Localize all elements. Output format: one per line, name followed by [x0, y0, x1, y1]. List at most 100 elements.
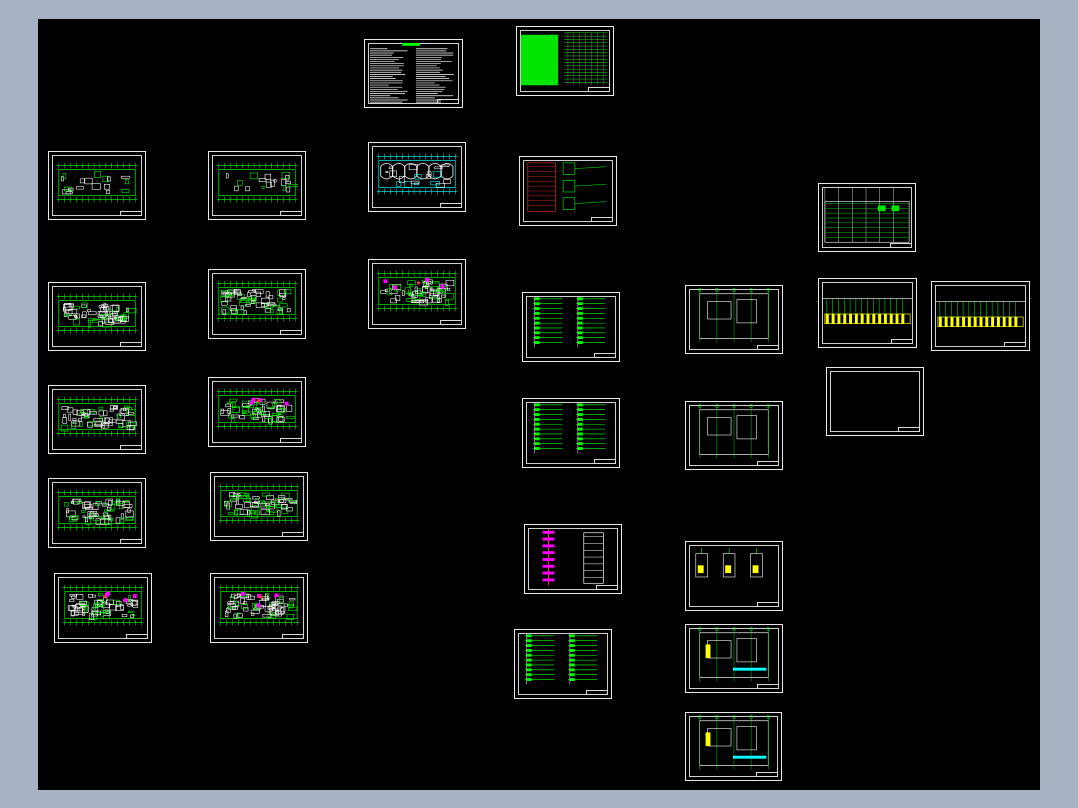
title-block — [280, 211, 302, 216]
sheet-inner-frame — [214, 577, 304, 639]
sheet-drawing — [524, 633, 598, 685]
sheet-drawing — [56, 293, 138, 334]
sheet-inner-frame — [526, 402, 616, 464]
sheet-drawing — [216, 388, 298, 430]
sheet-drawing — [56, 396, 138, 437]
floor-plan-6[interactable] — [48, 385, 146, 454]
sheet-inner-frame — [689, 405, 779, 466]
sheet-inner-frame — [523, 160, 613, 222]
floor-plan-11[interactable] — [210, 573, 308, 643]
sheet-inner-frame — [212, 381, 302, 443]
pump-room-plan-3[interactable] — [685, 624, 783, 693]
sheet-drawing — [532, 402, 606, 454]
system-table[interactable] — [516, 26, 614, 96]
riser-diagram-1[interactable] — [519, 156, 617, 226]
title-block — [596, 585, 618, 590]
sheet-drawing — [218, 584, 300, 626]
floor-plan-1[interactable] — [48, 151, 146, 220]
sheet-drawing — [56, 162, 138, 203]
sheet-drawing — [697, 404, 771, 459]
detail-sheet-1[interactable] — [685, 541, 783, 611]
sheet-drawing — [62, 584, 144, 626]
floor-plan-5[interactable] — [368, 259, 466, 329]
system-diagram-2[interactable] — [522, 398, 620, 468]
title-block — [757, 461, 779, 466]
title-block — [440, 320, 462, 325]
sheet-drawing — [369, 42, 454, 103]
title-block — [586, 690, 608, 695]
title-block — [591, 217, 613, 222]
drawing-canvas[interactable] — [38, 19, 1040, 790]
sheet-drawing — [520, 32, 608, 86]
sheet-inner-frame — [526, 296, 616, 358]
title-block — [594, 459, 616, 464]
title-block — [282, 634, 304, 639]
sheet-drawing — [216, 280, 298, 322]
sheet-inner-frame — [689, 545, 779, 607]
title-block — [437, 99, 459, 104]
sheet-inner-frame — [689, 289, 779, 350]
sheet-drawing — [697, 288, 771, 343]
sheet-drawing — [824, 187, 910, 243]
elevation-1[interactable] — [818, 278, 917, 348]
floor-plan-4[interactable] — [208, 269, 306, 339]
section-riser[interactable] — [524, 524, 622, 594]
sheet-drawing — [695, 547, 763, 578]
sheet-drawing — [376, 153, 458, 195]
sheet-drawing — [935, 301, 1026, 328]
sheet-inner-frame — [520, 30, 610, 92]
title-block — [126, 634, 148, 639]
title-block — [1004, 342, 1026, 347]
pump-room-plan-1[interactable] — [685, 285, 783, 354]
sheet-inner-frame — [830, 371, 920, 432]
floor-plan-2[interactable] — [208, 151, 306, 220]
floor-plan-8[interactable] — [48, 478, 146, 548]
design-notes[interactable] — [364, 39, 463, 108]
sheet-inner-frame — [822, 282, 913, 344]
sheet-drawing — [527, 162, 607, 212]
sheet-inner-frame — [372, 263, 462, 325]
pump-room-plan-4[interactable] — [685, 712, 782, 781]
title-block — [594, 353, 616, 358]
sheet-inner-frame — [52, 155, 142, 216]
sheet-inner-frame — [52, 482, 142, 544]
title-block — [440, 203, 462, 208]
sheet-drawing — [697, 627, 771, 682]
system-diagram-3[interactable] — [514, 629, 612, 699]
sheet-drawing — [697, 715, 771, 770]
elevation-2[interactable] — [931, 281, 1030, 351]
sheet-inner-frame — [689, 628, 779, 689]
sheet-inner-frame — [212, 155, 302, 216]
floor-plan-10[interactable] — [54, 573, 152, 643]
sheet-drawing — [827, 368, 923, 435]
sheet-drawing — [822, 298, 913, 325]
title-block — [757, 684, 779, 689]
title-block — [120, 342, 142, 347]
floor-plan-7[interactable] — [208, 377, 306, 447]
sheet-inner-frame — [822, 187, 912, 248]
sheet-inner-frame — [58, 577, 148, 639]
title-block — [757, 345, 779, 350]
sheet-inner-frame — [212, 273, 302, 335]
title-block — [280, 438, 302, 443]
sheet-inner-frame — [214, 476, 304, 537]
title-block — [757, 602, 779, 607]
blank-sheet[interactable] — [826, 367, 924, 436]
pump-room-plan-2[interactable] — [685, 401, 783, 470]
system-diagram-1[interactable] — [522, 292, 620, 362]
title-block — [756, 772, 778, 777]
title-block — [280, 330, 302, 335]
floor-plan-3[interactable] — [48, 282, 146, 351]
sheet-inner-frame — [52, 286, 142, 347]
sheet-inner-frame — [528, 528, 618, 590]
sheet-inner-frame — [518, 633, 608, 695]
sheet-drawing — [56, 489, 138, 531]
sheet-inner-frame — [52, 389, 142, 450]
sheet-drawing — [216, 162, 298, 203]
floor-plan-9[interactable] — [210, 472, 308, 541]
title-block — [898, 427, 920, 432]
roof-plan[interactable] — [368, 142, 466, 212]
sheet-inner-frame — [935, 285, 1026, 347]
legend-table[interactable] — [818, 183, 916, 252]
title-block — [891, 339, 913, 344]
